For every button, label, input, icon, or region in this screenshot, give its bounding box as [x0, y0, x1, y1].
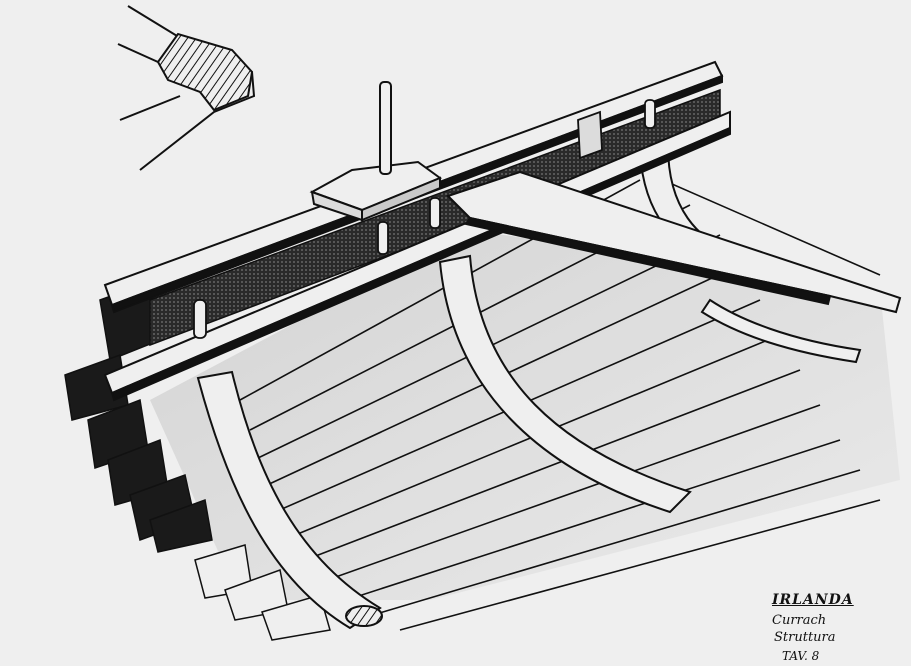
thwart — [446, 170, 902, 314]
thole-pegs — [193, 99, 656, 339]
caption-boat-type: Currach — [772, 613, 827, 628]
gunwale-section-detail — [117, 5, 256, 171]
caption-subject: Struttura — [774, 630, 836, 645]
caption-title: IRLANDA — [772, 592, 854, 608]
caption-plate-number: TAV. 8 — [782, 649, 820, 663]
hull-ribs — [196, 144, 862, 630]
thole-block — [309, 81, 443, 222]
plank-ends — [64, 280, 331, 641]
